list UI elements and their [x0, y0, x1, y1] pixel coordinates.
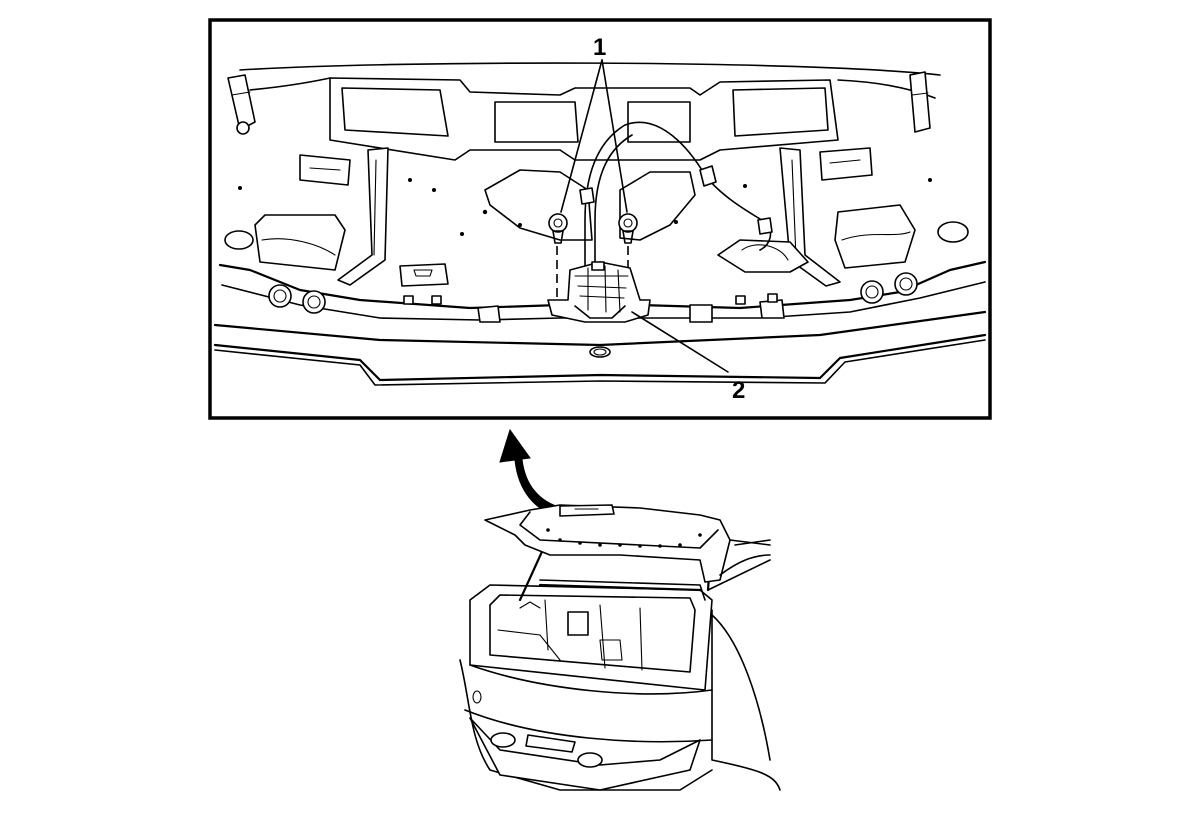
- callout-2-leader: [631, 311, 729, 373]
- decklid-holes: [546, 528, 702, 548]
- grommet: [860, 280, 884, 304]
- grommet: [302, 290, 326, 314]
- detail-pointer-arrow: [499, 428, 563, 517]
- grommet: [894, 272, 918, 296]
- callout-1-label: 1: [593, 34, 606, 61]
- callout-2-label: 2: [732, 377, 745, 404]
- fastener-right: [618, 213, 638, 244]
- latch-assembly: [547, 261, 651, 323]
- fastener-left: [548, 213, 568, 244]
- vehicle-overview: [459, 504, 781, 791]
- panel-holes: [238, 178, 932, 236]
- callout-1-leaders: [560, 59, 628, 213]
- decklid-inner-panel: [213, 62, 987, 386]
- exhaust-tip-left: [490, 732, 516, 748]
- exhaust-tip-right: [577, 752, 603, 768]
- grommet: [268, 284, 292, 308]
